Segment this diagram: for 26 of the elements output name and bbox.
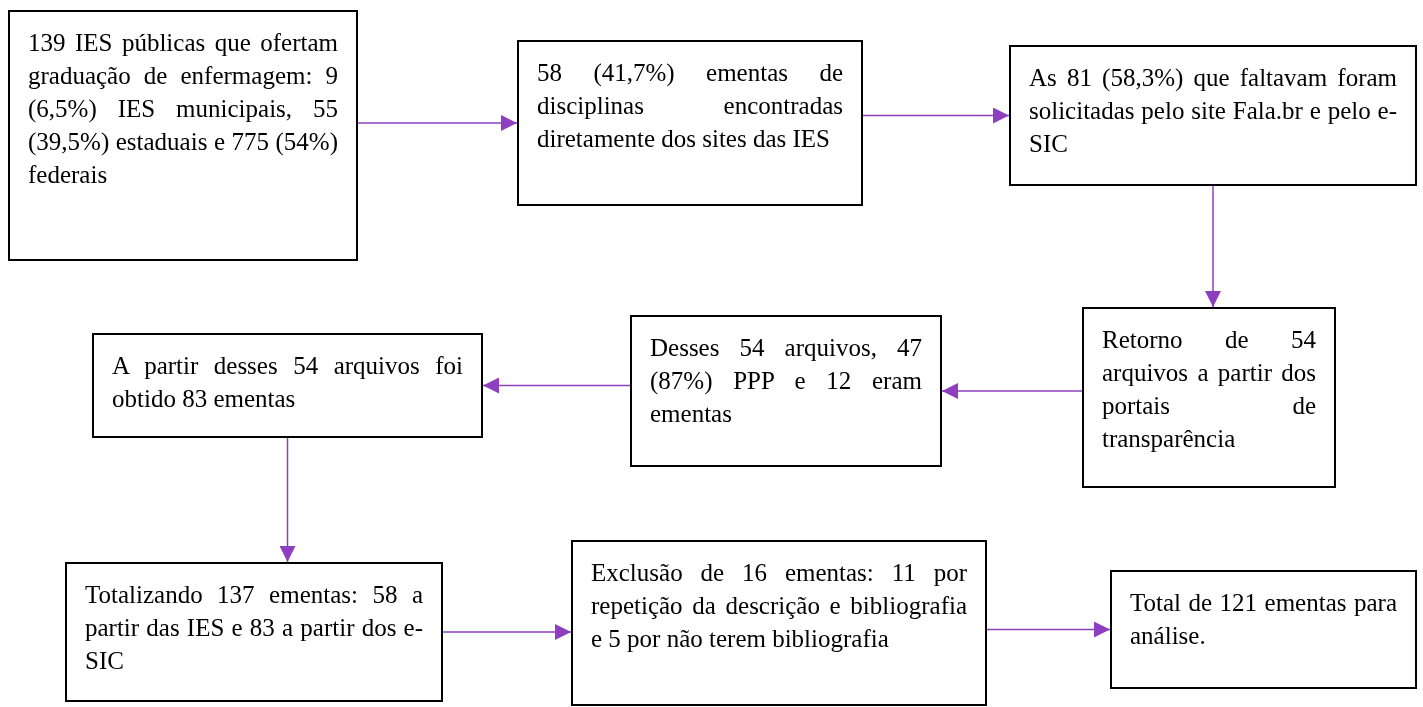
box-text: Totalizando 137 ementas: 58 a partir das IES e 83 a partir dos e-SIC (85, 580, 423, 676)
box-text: Exclusão de 16 ementas: 11 por repetição da descrição e bibliografia e 5 por não terem bibliografia (591, 558, 967, 654)
arrow (279, 437, 296, 563)
box-text: 58 (41,7%) ementas de disciplinas encontradas diretamente dos sites das IES (537, 58, 843, 154)
box-text: As 81 (58,3%) que faltavam foram solicitadas pelo site Fala.br e pelo e-SIC (1029, 63, 1397, 159)
box-text: 139 IES públicas que ofertam graduação de enfermagem: 9 (6,5%) IES municipais, 55 (39,5%) estaduais e 775 (54%) federais (28, 28, 338, 190)
box-text: Total de 121 ementas para análise. (1130, 588, 1397, 651)
arrow (1205, 185, 1221, 308)
process-box (92, 333, 483, 438)
box-text: A partir desses 54 arquivos foi obtido 83 ementas (112, 351, 463, 414)
process-box (630, 315, 942, 467)
process-box (1009, 45, 1417, 186)
process-box (1110, 570, 1417, 689)
box-text: Desses 54 arquivos, 47 (87%) PPP e 12 eram ementas (650, 333, 922, 429)
process-box (571, 540, 987, 706)
arrow (986, 621, 1111, 638)
arrow (482, 377, 631, 394)
process-box (65, 562, 443, 702)
process-box (1082, 307, 1336, 488)
arrow (941, 383, 1083, 399)
process-box (8, 10, 358, 261)
box-text: Retorno de 54 arquivos a partir dos portais de transparência (1102, 325, 1316, 454)
process-box (517, 40, 863, 206)
arrow (862, 107, 1010, 124)
arrow (357, 115, 518, 131)
arrow (442, 624, 572, 640)
